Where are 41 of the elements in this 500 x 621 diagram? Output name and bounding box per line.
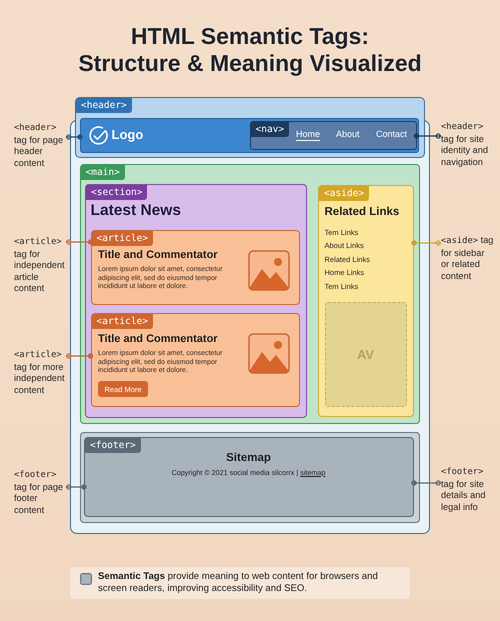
article-card <box>90 312 300 406</box>
leader-line <box>411 240 441 246</box>
tag-label: <nav> <box>250 122 290 136</box>
annotation-text: <header> tag for site identity and navigation <box>441 121 495 168</box>
tag-label: <header> <box>76 98 132 113</box>
section-panel <box>85 184 307 418</box>
nav-link: About <box>336 128 360 140</box>
leader-line <box>66 484 87 490</box>
annotation-text: <footer> tag for page footer content <box>14 469 66 516</box>
nav-link: Contact <box>376 128 408 140</box>
aside-heading: Related Links <box>324 204 400 218</box>
annotation-text: <aside> tag for sidebar or related content <box>441 235 495 282</box>
tag-label: <section> <box>86 185 148 200</box>
annotation-text: <header> tag for page header content <box>14 122 66 169</box>
annotation-text: <footer> tag for site details and legal info <box>441 466 495 513</box>
tag-label: <footer> <box>85 438 141 453</box>
leader-line <box>414 133 441 139</box>
section-heading: Latest News <box>90 202 181 220</box>
tag-label: <article> <box>92 230 153 246</box>
tag-label: <article> <box>92 314 153 328</box>
tag-label: <aside> <box>319 186 370 201</box>
header-title: Logo <box>112 126 144 142</box>
article-title: Title and Commentator <box>98 333 218 346</box>
leader-line <box>411 480 441 486</box>
tag-label: <main> <box>80 164 125 180</box>
footer-heading: Sitemap <box>226 452 271 464</box>
annotation-text: <article> tag for more independent content <box>14 349 66 396</box>
article-title: Title and Commentator <box>98 249 218 262</box>
title: HTML Semantic Tags: Structure & Meaning Visualized <box>77 23 423 77</box>
nav-bar <box>250 120 416 150</box>
page-container <box>70 120 430 534</box>
nav-link: Home <box>296 128 320 140</box>
leader-line <box>66 239 94 245</box>
annotation-text: <article> tag for independent article content <box>14 236 66 294</box>
note-text: Semantic Tags provide meaning to web content for browsers and screen readers, improving accessibility and SEO. <box>98 571 379 594</box>
header-bar <box>80 118 419 153</box>
article-card <box>90 230 300 304</box>
leader-line <box>66 134 83 140</box>
leader-line <box>66 353 94 359</box>
aside-panel <box>318 185 414 417</box>
main-panel <box>80 164 420 424</box>
